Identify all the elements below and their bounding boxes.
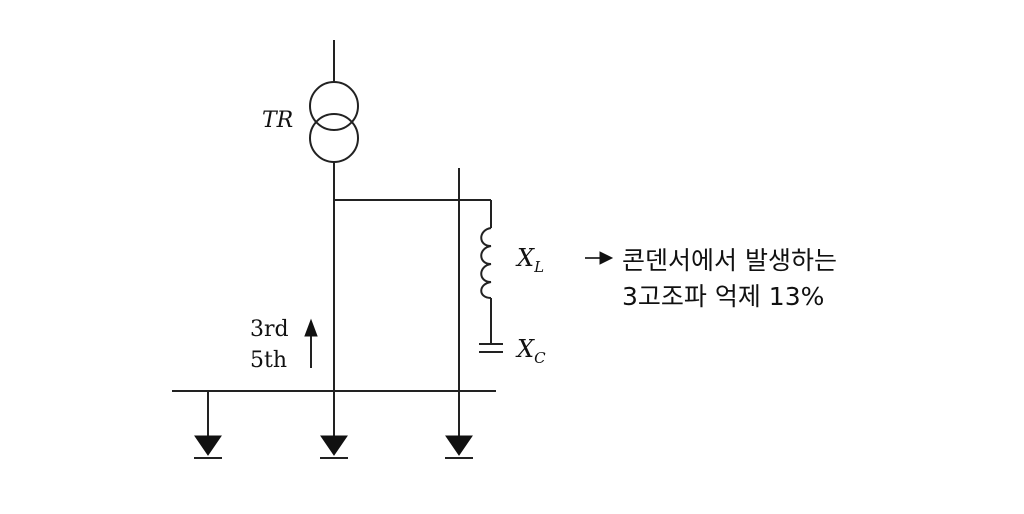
harmonic-label-5th: 5th [250,348,287,373]
capacitor-label-subscript: C [534,349,546,367]
load-arrow-right [445,435,473,456]
load-arrow-left [194,435,222,456]
load-symbol-right [445,435,473,459]
load-symbol-left [194,435,222,459]
annotation-line-1: 콘덴서에서 발생하는 [622,246,837,275]
transformer-primary-coil [309,81,359,131]
transformer-symbol [309,81,359,163]
harmonic-label-3rd: 3rd [250,317,289,342]
reactor-label: XL [515,244,544,276]
reactor-coil [480,227,492,299]
annotation-arrowhead [599,251,614,265]
harmonic-arrowhead [304,318,318,337]
reactor-label-main: X [515,244,535,272]
transformer-secondary-coil [309,113,359,163]
transformer-label: TR [262,108,293,133]
capacitor-label: XC [515,335,546,367]
load-symbol-center [320,435,348,459]
capacitor-label-main: X [515,335,535,363]
load-arrow-center [320,435,348,456]
annotation-line-2: 3고조파 억제 13% [622,282,824,311]
reactor-label-subscript: L [533,258,544,276]
